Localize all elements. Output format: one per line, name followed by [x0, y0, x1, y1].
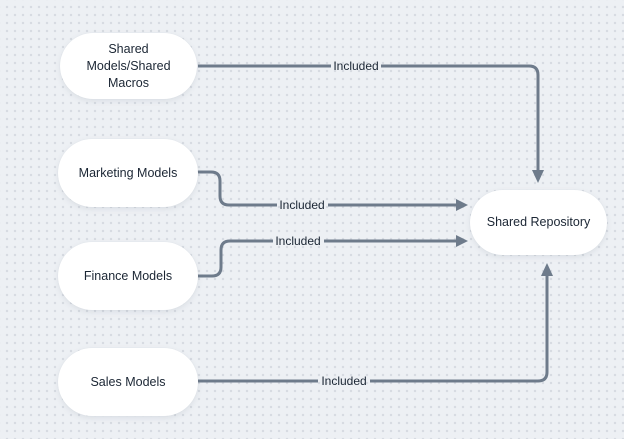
- node-label: Finance Models: [83, 268, 173, 283]
- edge-marketing-models-to-repository: Included: [197, 170, 468, 212]
- arrowhead-down-icon: [532, 170, 544, 183]
- node-label: Shared Repository: [486, 215, 591, 229]
- node-shared-models-macros[interactable]: Shared Models/Shared Macros: [60, 33, 197, 99]
- edge-finance-models-to-repository: Included: [197, 234, 468, 278]
- edge-segment: [381, 64, 540, 171]
- node-label: Shared Models/Shared Macros: [86, 41, 171, 90]
- edge-segment: [197, 239, 273, 278]
- arrowhead-right-icon: [456, 235, 468, 247]
- edge-label: Included: [279, 198, 324, 212]
- arrowhead-up-icon: [541, 263, 553, 276]
- node-label: Marketing Models: [78, 165, 178, 180]
- node-finance-models[interactable]: Finance Models: [58, 242, 198, 310]
- node-shared-repository[interactable]: Shared Repository: [470, 190, 607, 255]
- edge-sales-models-to-repository: Included: [198, 263, 553, 388]
- node-marketing-models[interactable]: Marketing Models: [58, 139, 198, 207]
- edge-shared-models-to-repository: Included: [198, 59, 544, 183]
- edge-segment: [370, 275, 549, 383]
- arrowhead-right-icon: [456, 199, 468, 211]
- node-label: Sales Models: [90, 374, 166, 389]
- edge-label: Included: [333, 59, 378, 73]
- edge-label: Included: [275, 234, 320, 248]
- edge-label: Included: [321, 374, 366, 388]
- node-sales-models[interactable]: Sales Models: [58, 348, 198, 416]
- edge-segment: [197, 170, 277, 207]
